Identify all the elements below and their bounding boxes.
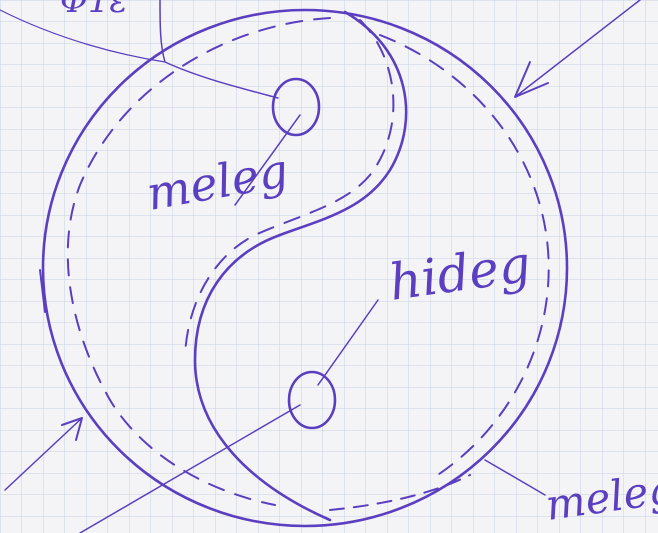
label-top-partial: Φ1ε <box>60 0 128 21</box>
